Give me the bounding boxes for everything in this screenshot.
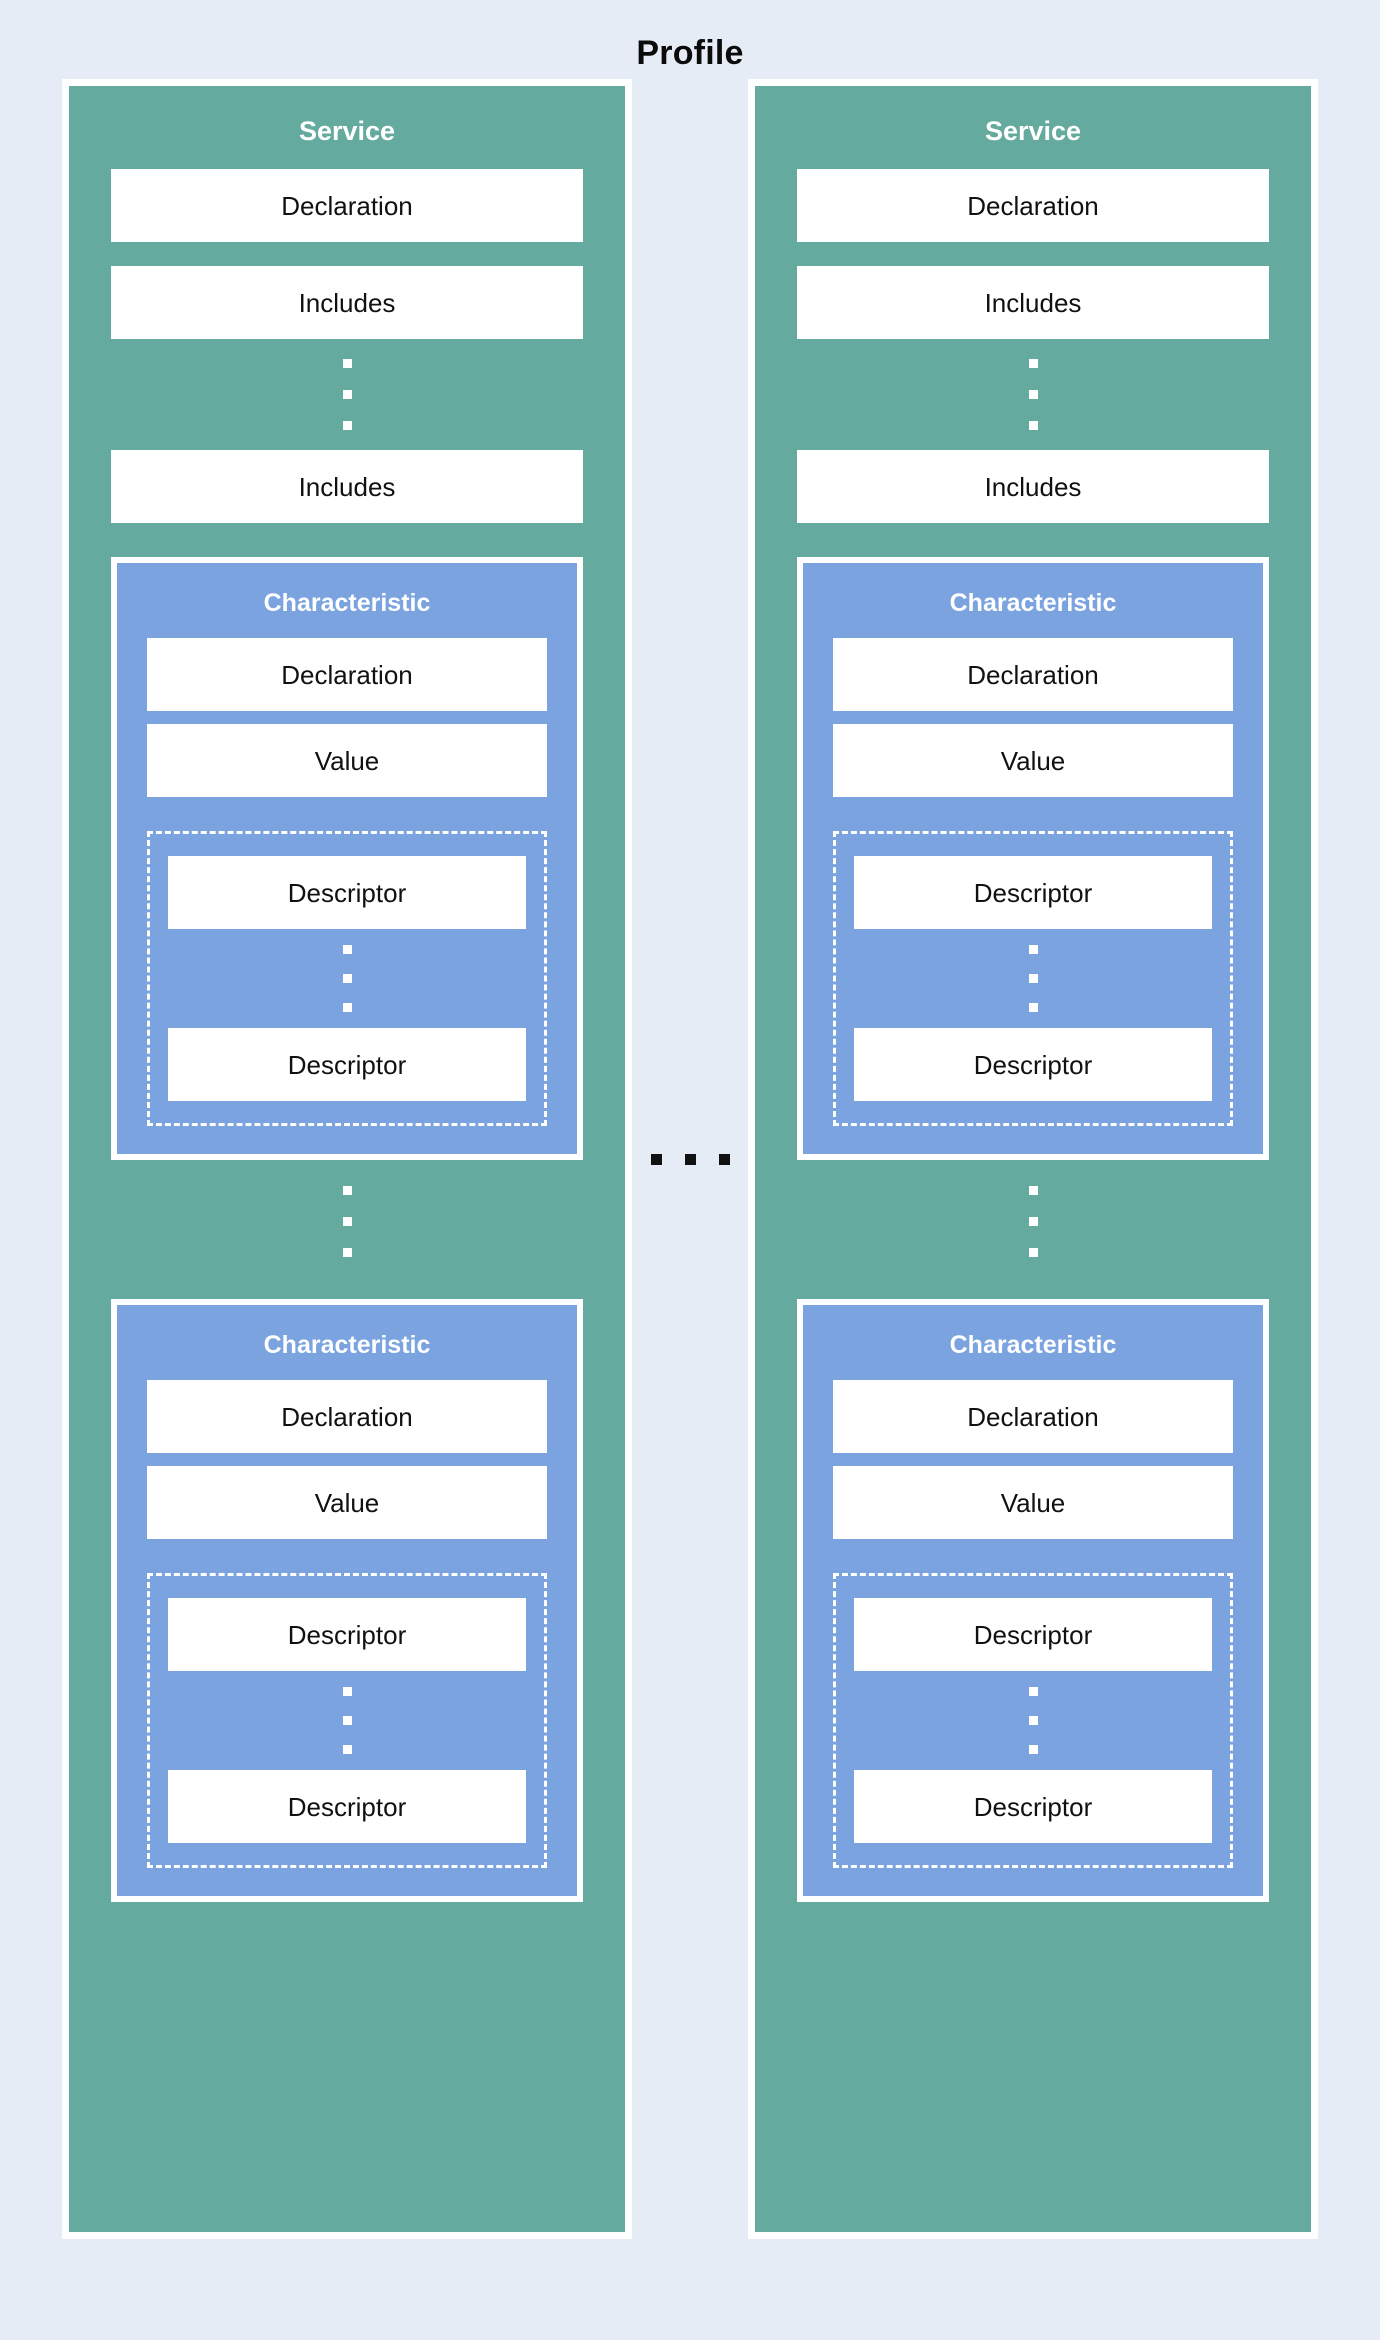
service-columns: Service Declaration Includes Includes Ch… — [0, 79, 1380, 2239]
ellipsis-dot — [1028, 421, 1038, 430]
characteristic-block-1: Characteristic Declaration Value Descrip… — [111, 557, 583, 1160]
ellipsis-dot — [1028, 390, 1038, 399]
vertical-ellipsis-icon — [168, 1671, 526, 1770]
descriptor-box-last: Descriptor — [854, 1770, 1212, 1843]
descriptor-group: Descriptor Descriptor — [147, 831, 547, 1126]
ellipsis-dot — [342, 359, 352, 368]
ellipsis-dot — [342, 1248, 352, 1257]
vertical-ellipsis-icon — [797, 1160, 1269, 1265]
horizontal-ellipsis-icon — [650, 1153, 730, 1165]
vertical-ellipsis-icon — [111, 1160, 583, 1265]
ellipsis-dot — [342, 1186, 352, 1195]
descriptor-group: Descriptor Descriptor — [833, 1573, 1233, 1868]
ellipsis-dot — [1028, 1716, 1038, 1725]
ellipsis-dot — [342, 945, 352, 954]
ellipsis-dot — [342, 1003, 352, 1012]
service-declaration-box: Declaration — [797, 169, 1269, 242]
ellipsis-dot — [1028, 1687, 1038, 1696]
service-includes-box-first: Includes — [797, 266, 1269, 339]
service-block-2: Service Declaration Includes Includes Ch… — [748, 79, 1318, 2239]
column-separator — [632, 79, 748, 2239]
ellipsis-dot — [1028, 359, 1038, 368]
characteristic-title: Characteristic — [263, 589, 431, 617]
service-title: Service — [984, 116, 1082, 146]
vertical-ellipsis-icon — [168, 929, 526, 1028]
ellipsis-dot — [1028, 1003, 1038, 1012]
service-includes-box-last: Includes — [111, 450, 583, 523]
service-bottom-spacer — [797, 1902, 1269, 2198]
vertical-ellipsis-icon — [854, 1671, 1212, 1770]
ellipsis-dot — [1028, 1217, 1038, 1226]
characteristic-title: Characteristic — [949, 589, 1117, 617]
page-title: Profile — [636, 34, 744, 72]
service-block-1: Service Declaration Includes Includes Ch… — [62, 79, 632, 2239]
descriptor-box-first: Descriptor — [854, 1598, 1212, 1671]
characteristic-declaration-box: Declaration — [147, 638, 547, 711]
ellipsis-dot — [342, 421, 352, 430]
ellipsis-dot — [342, 390, 352, 399]
service-bottom-spacer — [111, 1902, 583, 2198]
service-includes-box-last: Includes — [797, 450, 1269, 523]
descriptor-box-last: Descriptor — [168, 1028, 526, 1101]
characteristic-value-box: Value — [833, 1466, 1233, 1539]
ellipsis-dot — [718, 1153, 730, 1165]
service-title: Service — [298, 116, 396, 146]
vertical-ellipsis-icon — [111, 339, 583, 450]
characteristic-block-2: Characteristic Declaration Value Descrip… — [797, 1299, 1269, 1902]
ellipsis-dot — [1028, 1186, 1038, 1195]
ellipsis-dot — [1028, 1745, 1038, 1754]
ellipsis-dot — [342, 1687, 352, 1696]
ellipsis-dot — [342, 1217, 352, 1226]
ellipsis-dot — [650, 1153, 662, 1165]
ellipsis-dot — [684, 1153, 696, 1165]
vertical-ellipsis-icon — [797, 339, 1269, 450]
ellipsis-dot — [342, 1745, 352, 1754]
descriptor-box-first: Descriptor — [168, 856, 526, 929]
characteristic-title: Characteristic — [263, 1331, 431, 1359]
characteristic-value-box: Value — [147, 724, 547, 797]
characteristic-declaration-box: Declaration — [833, 638, 1233, 711]
ellipsis-dot — [342, 974, 352, 983]
descriptor-box-last: Descriptor — [168, 1770, 526, 1843]
descriptor-box-first: Descriptor — [854, 856, 1212, 929]
characteristic-block-2: Characteristic Declaration Value Descrip… — [111, 1299, 583, 1902]
descriptor-group: Descriptor Descriptor — [833, 831, 1233, 1126]
ellipsis-dot — [1028, 1248, 1038, 1257]
ellipsis-dot — [1028, 945, 1038, 954]
descriptor-box-first: Descriptor — [168, 1598, 526, 1671]
characteristic-declaration-box: Declaration — [147, 1380, 547, 1453]
descriptor-group: Descriptor Descriptor — [147, 1573, 547, 1868]
characteristic-block-1: Characteristic Declaration Value Descrip… — [797, 557, 1269, 1160]
service-declaration-box: Declaration — [111, 169, 583, 242]
ellipsis-dot — [1028, 974, 1038, 983]
descriptor-box-last: Descriptor — [854, 1028, 1212, 1101]
vertical-ellipsis-icon — [854, 929, 1212, 1028]
characteristic-value-box: Value — [147, 1466, 547, 1539]
characteristic-value-box: Value — [833, 724, 1233, 797]
characteristic-title: Characteristic — [949, 1331, 1117, 1359]
service-includes-box-first: Includes — [111, 266, 583, 339]
characteristic-declaration-box: Declaration — [833, 1380, 1233, 1453]
ellipsis-dot — [342, 1716, 352, 1725]
